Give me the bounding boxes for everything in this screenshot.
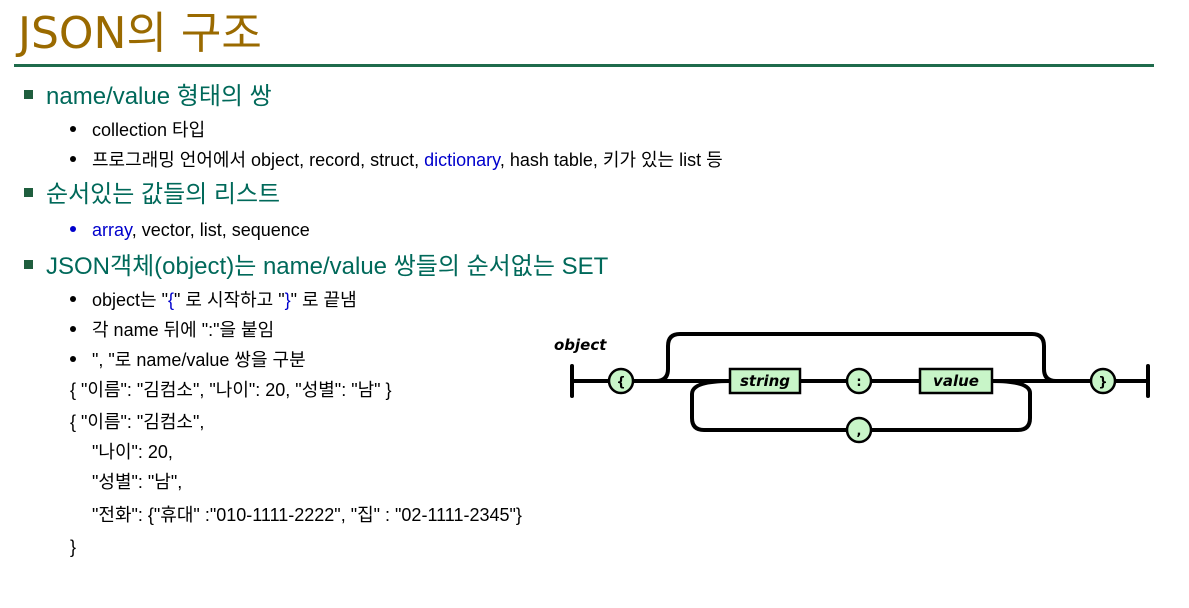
heading-text: JSON객체(object)는 name/value 쌍들의 순서없는 SET — [46, 253, 609, 280]
json-object-syntax-diagram: object { string : value } , — [554, 332, 1150, 444]
item-text-post: , hash table, 키가 있는 list 등 — [499, 150, 723, 170]
page-title: JSON의 구조 — [18, 8, 262, 59]
section-heading-1: name/value 형태의 쌍 — [24, 82, 272, 112]
bullet-dot-icon — [70, 356, 76, 363]
code-line: "성별": "남", — [92, 472, 183, 492]
item-highlight: dictionary — [424, 150, 500, 170]
open-brace-text: { — [616, 375, 625, 390]
list-item: array, vector, list, sequence — [70, 218, 310, 242]
bullet-dot-icon — [70, 296, 76, 303]
list-item: ", "로 name/value 쌍을 구분 — [70, 348, 306, 372]
code-line: } — [70, 537, 77, 557]
bullet-dot-icon — [70, 156, 76, 163]
item-highlight: array — [92, 220, 132, 240]
value-node — [918, 367, 994, 395]
colon-node — [845, 367, 873, 395]
list-item: 각 name 뒤에 ":"을 붙임 — [70, 318, 274, 342]
bullet-dot-icon — [70, 226, 76, 233]
code-line: "전화": {"휴대" :"010-1111-2222", "집" : "02-… — [92, 505, 522, 525]
heading-text: 순서있는 값들의 리스트 — [46, 181, 281, 208]
code-line: { "이름": "김컴소", — [70, 412, 205, 432]
open-brace-node — [607, 367, 635, 395]
close-brace-node — [1089, 367, 1117, 395]
item-text-post: , vector, list, sequence — [131, 220, 310, 240]
title-divider — [14, 64, 1154, 67]
square-bullet-icon — [24, 260, 33, 270]
section-heading-2: 순서있는 값들의 리스트 — [24, 180, 280, 210]
item-highlight: { — [167, 290, 174, 310]
item-text-post: " 로 끝냄 — [290, 290, 357, 310]
section-heading-3: JSON객체(object)는 name/value 쌍들의 순서없는 SET — [24, 252, 608, 282]
value-node-text: value — [933, 372, 979, 390]
colon-text: : — [856, 375, 861, 390]
item-text: 프로그래밍 언어에서 object, record, struct, — [92, 150, 425, 170]
square-bullet-icon — [24, 90, 33, 100]
item-text: object는 " — [92, 290, 168, 310]
list-item: object는 "{" 로 시작하고 "}" 로 끝냄 — [70, 288, 357, 312]
item-text-mid: " 로 시작하고 " — [174, 290, 285, 310]
close-brace-text: } — [1098, 375, 1107, 390]
heading-text: name/value 형태의 쌍 — [46, 83, 272, 110]
list-item: 프로그래밍 언어에서 object, record, struct, dicti… — [70, 148, 723, 172]
comma-text: , — [857, 424, 862, 439]
list-item: collection 타입 — [70, 118, 205, 142]
item-text: ", "로 name/value 쌍을 구분 — [92, 350, 306, 370]
item-text: collection 타입 — [92, 120, 206, 140]
string-node-text: string — [740, 372, 790, 390]
diagram-rails — [570, 332, 1150, 432]
code-line: { "이름": "김컴소", "나이": 20, "성별": "남" } — [70, 380, 392, 400]
diagram-label: object — [554, 336, 607, 354]
code-line: "나이": 20, — [92, 442, 173, 462]
item-highlight-2: } — [284, 290, 291, 310]
square-bullet-icon — [24, 188, 33, 198]
item-text: 각 name 뒤에 ":"을 붙임 — [92, 320, 275, 340]
bullet-dot-icon — [70, 326, 76, 333]
comma-node — [845, 416, 873, 444]
bullet-dot-icon — [70, 126, 76, 133]
string-node — [728, 367, 802, 395]
